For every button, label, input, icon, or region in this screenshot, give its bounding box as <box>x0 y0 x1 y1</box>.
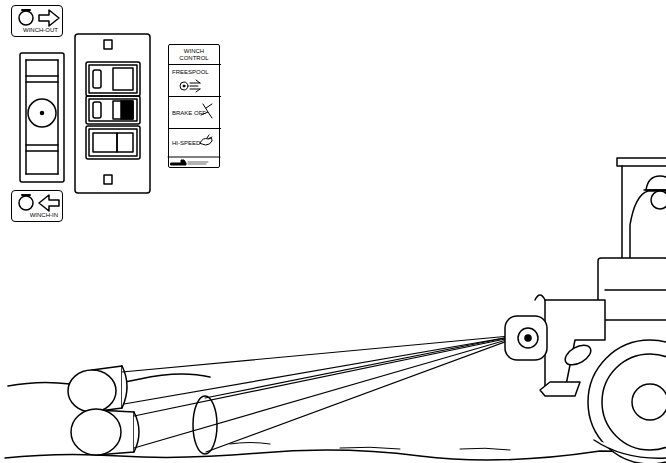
control-plate: FREESPOOL BRAKE OFF HI-SPEED WINCH CONTROL <box>168 44 220 168</box>
control-cell: BRAKE OFF <box>169 96 221 128</box>
arrow-right <box>39 10 59 26</box>
freespool-icon <box>180 82 188 90</box>
control-label: WINCH-OUT <box>23 27 58 34</box>
control-label: FREESPOOL <box>172 69 209 76</box>
button-box: WINCH-OUT <box>11 5 63 37</box>
arrow-left <box>39 195 59 211</box>
winch-cable <box>122 336 510 452</box>
control-cell: HI-SPEED <box>169 128 221 158</box>
control-label: HI-SPEED <box>172 140 200 147</box>
switch-housing <box>20 53 64 182</box>
tractor <box>505 158 666 463</box>
button-circle <box>19 196 33 210</box>
button-box: WINCH-IN <box>11 190 63 222</box>
speed-icon <box>200 135 212 145</box>
button-circle <box>19 11 33 25</box>
log <box>68 366 127 412</box>
truck-icon <box>171 160 186 165</box>
log <box>71 409 139 455</box>
panel-heading: WINCH CONTROL <box>171 48 217 61</box>
control-label: BRAKE OFF <box>172 110 206 117</box>
control-cell: FREESPOOL <box>169 64 221 96</box>
rocker-panel <box>75 34 150 193</box>
control-label: WINCH-IN <box>30 212 58 219</box>
